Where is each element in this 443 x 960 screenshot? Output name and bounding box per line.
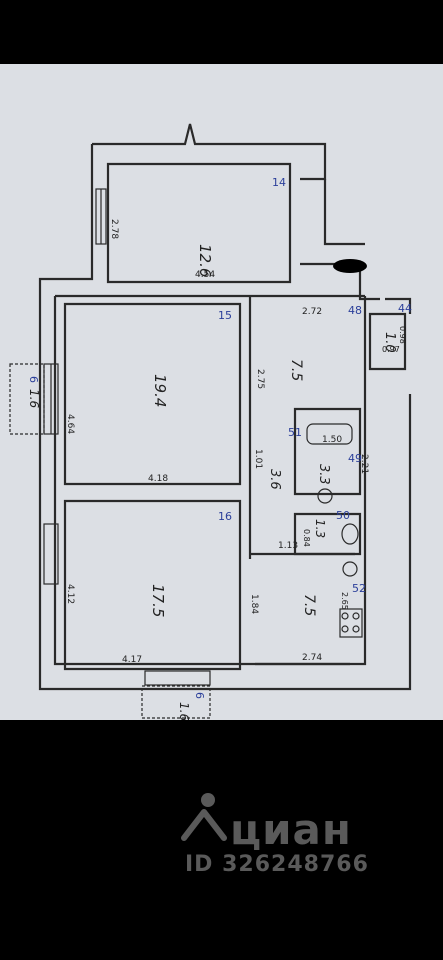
washbasin-icon: [317, 488, 333, 504]
windows: [43, 188, 211, 686]
bathtub-icon: [306, 423, 353, 445]
room-15-dim-1: 4.64: [65, 414, 75, 434]
room-52-number: 52: [352, 582, 366, 595]
balcony-left-area: 1.6: [27, 389, 41, 408]
room-52-dim-1: 2.65: [340, 592, 349, 610]
room-15-number: 15: [218, 309, 232, 322]
balcony-bottom-area: 1.6: [177, 702, 191, 720]
room-16-dim-1: 4.12: [65, 584, 75, 604]
room-44-number: 44: [398, 302, 412, 315]
room-14-area: 12.6: [196, 244, 214, 277]
room-52-dim-3: 1.84: [249, 594, 259, 614]
room-48-area: 7.5: [288, 359, 304, 381]
room-48-number: 48: [348, 304, 362, 317]
room-44-dim-2: 0.97: [382, 345, 400, 354]
balcony-left-number: 6: [27, 376, 40, 383]
room-51-dim-1: 1.01: [253, 449, 263, 469]
watermark-brand: циан: [230, 805, 352, 854]
floor-plan-drawing: 14 15 16 48 44 51 49 50 52 12.6 19.4 17.…: [0, 64, 443, 720]
redaction-mark: [333, 259, 367, 273]
room-14-dim-2: 4.54: [195, 270, 215, 280]
room-52-area: 7.5: [301, 594, 317, 616]
room-15-dim-2: 4.18: [148, 474, 168, 484]
room-49-number: 49: [348, 452, 362, 465]
room-52-dim-2: 2.74: [302, 653, 322, 663]
cian-logo-icon: [180, 790, 228, 854]
balcony-left: [9, 363, 45, 435]
outer-walls: [38, 123, 412, 691]
room-16-area: 17.5: [149, 584, 167, 617]
room-14-dim-1: 2.78: [109, 219, 119, 239]
room-49-dim-2: 1.50: [322, 435, 342, 445]
toilet-icon: [341, 523, 359, 545]
room-50-area: 1.3: [313, 519, 327, 538]
room-49-dim-1: 2.21: [359, 454, 369, 474]
room-44-area: 1.0: [382, 332, 397, 353]
room-51-area: 3.6: [267, 469, 282, 490]
stove-icon: [339, 608, 363, 638]
room-50-dim-1: 0.84: [302, 529, 311, 547]
room-50-dim-2: 1.13: [278, 541, 298, 551]
balcony-bottom-number: 6: [193, 692, 206, 699]
sink-icon: [342, 561, 358, 577]
room-16-dim-2: 4.17: [122, 655, 142, 665]
room-48-dim-1: 2.72: [302, 307, 322, 317]
room-50-number: 50: [336, 509, 350, 522]
room-48-dim-2: 2.75: [255, 369, 265, 389]
room-44-dim-1: 0.98: [398, 326, 407, 344]
room-16-number: 16: [218, 510, 232, 523]
watermark-id: ID 326248766: [185, 852, 369, 877]
room-14-number: 14: [272, 176, 286, 189]
room-51-number: 51: [288, 426, 302, 439]
room-15-area: 19.4: [151, 374, 169, 407]
room-49-area: 3.3: [316, 464, 331, 485]
floor-plan-photo: 14 15 16 48 44 51 49 50 52 12.6 19.4 17.…: [0, 64, 443, 720]
